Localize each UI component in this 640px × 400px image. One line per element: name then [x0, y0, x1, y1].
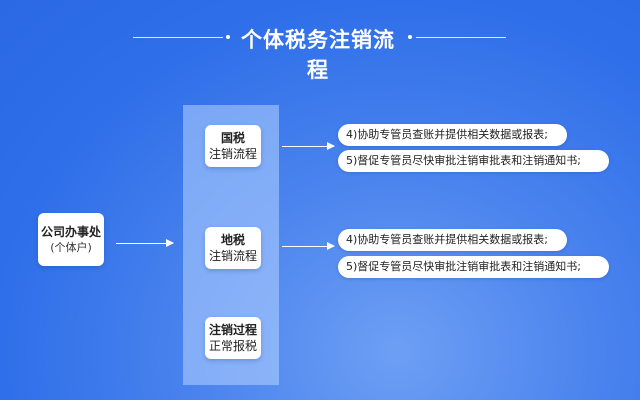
office-sublabel: (个体户)	[50, 240, 92, 254]
office-box: 公司办事处 (个体户)	[38, 213, 104, 266]
guoshui-note-2: 5)督促专管员尽快审批注销审批表和注销通知书;	[338, 150, 609, 172]
stage-box-guoshui: 国税 注销流程	[205, 125, 261, 167]
diagram-title: 个体税务注销流程	[241, 28, 395, 82]
stage-cancellation-title: 注销过程	[208, 323, 257, 337]
guoshui-note-1: 4)协助专管员查账并提供相关数据或报表;	[338, 124, 567, 146]
stage-box-dishui: 地税 注销流程	[205, 227, 261, 269]
stage-guoshui-subtitle: 注销流程	[208, 147, 257, 161]
stage-cancellation-subtitle: 正常报税	[208, 339, 257, 353]
title-left-rule	[133, 37, 223, 38]
title-left-dot	[226, 35, 230, 39]
guoshui-to-notes-arrow	[282, 142, 335, 150]
dishui-note-1: 4)协助专管员查账并提供相关数据或报表;	[338, 229, 567, 251]
office-label: 公司办事处	[40, 224, 101, 239]
stage-dishui-title: 地税	[220, 233, 245, 247]
office-to-stages-arrow	[116, 239, 174, 247]
dishui-note-2: 5)督促专管员尽快审批注销审批表和注销通知书;	[338, 256, 609, 278]
title-right-rule	[416, 37, 506, 38]
stage-guoshui-title: 国税	[220, 131, 245, 145]
dishui-to-notes-arrow	[282, 242, 335, 250]
stage-box-cancellation: 注销过程 正常报税	[205, 317, 261, 359]
title-right-dot	[408, 35, 412, 39]
title-row: 个体税务注销流程	[0, 20, 640, 82]
stage-dishui-subtitle: 注销流程	[208, 249, 257, 263]
